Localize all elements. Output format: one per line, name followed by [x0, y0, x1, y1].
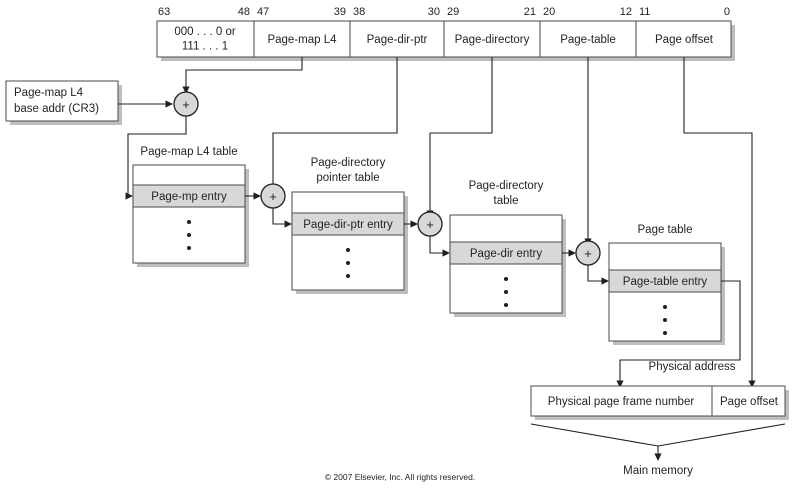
- pa-field-page-offset: Page offset: [720, 396, 779, 408]
- wire-adder3-to-table3: [429, 236, 450, 257]
- cr3-box-frame: [5, 80, 119, 122]
- wire-page-directory-to-adder3: [426, 57, 493, 218]
- arrowhead: [568, 249, 576, 257]
- arrowhead: [442, 249, 450, 257]
- bit-label-48: 48: [238, 6, 250, 18]
- page-directory-table-entry-label: Page-dir entry: [470, 248, 542, 260]
- ellipsis-dot: [504, 303, 508, 307]
- pa-field-physical-page-frame-number: Physical page frame number: [548, 396, 695, 408]
- ellipsis-dot: [504, 290, 508, 294]
- adder-3-symbol: +: [426, 217, 434, 232]
- bit-label-38: 38: [353, 6, 365, 18]
- bit-label-20: 20: [543, 6, 555, 18]
- bit-label-29: 29: [447, 6, 459, 18]
- wire-adder2-to-table2: [272, 208, 292, 228]
- wire-page-map-l4-to-adder1: [182, 57, 303, 94]
- wire-cr3-to-adder1: [118, 100, 173, 108]
- copyright-notice: © 2007 Elsevier, Inc. All rights reserve…: [325, 472, 475, 482]
- wire-page-table-to-adder4: [584, 57, 592, 246]
- page-map-l4-table: Page-map L4 table Page-mp entry: [132, 146, 249, 267]
- va-field-sign-extend-line2: 111 . . . 1: [182, 41, 228, 53]
- wire-table3-to-adder4: [562, 249, 576, 257]
- page-table: Page table Page-table entry: [608, 224, 725, 345]
- adder-2-symbol: +: [269, 189, 277, 204]
- arrowhead: [253, 192, 261, 200]
- ellipsis-dot: [663, 318, 667, 322]
- page-map-l4-table-caption: Page-map L4 table: [140, 146, 237, 158]
- adder-4: +: [575, 240, 601, 266]
- page-directory-table-caption-line2: table: [494, 195, 519, 207]
- arrowhead: [410, 220, 418, 228]
- wire-table2-to-adder3: [404, 220, 418, 228]
- bit-label-11: 11: [639, 6, 650, 18]
- ellipsis-dot: [663, 331, 667, 335]
- va-field-page-dir-ptr: Page-dir-ptr: [367, 34, 428, 46]
- wire-adder4-to-table4: [587, 265, 609, 285]
- ellipsis-dot: [187, 246, 191, 250]
- page-map-l4-table-entry-label: Page-mp entry: [151, 191, 227, 203]
- arrowhead: [601, 277, 609, 285]
- va-field-sign-extend-line1: 000 . . . 0 or: [174, 26, 236, 38]
- bit-label-63: 63: [158, 6, 170, 18]
- page-directory-table: Page-directory table Page-dir entry: [449, 180, 566, 317]
- va-field-page-map-l4: Page-map L4: [267, 34, 337, 46]
- wire-page-offset-to-physical-offset: [683, 57, 756, 388]
- wire-table1-to-adder2: [245, 192, 261, 200]
- ellipsis-dot: [346, 248, 350, 252]
- arrowhead: [748, 380, 756, 388]
- cr3-box-line2: base addr (CR3): [14, 103, 99, 115]
- page-directory-pointer-table-frame: [291, 191, 405, 291]
- wire-adder1-to-table1: [125, 116, 187, 200]
- arrowhead: [654, 453, 662, 461]
- adder-1-symbol: +: [182, 97, 190, 112]
- physical-address-bar-frame: [530, 385, 786, 417]
- adder-3: +: [417, 211, 443, 237]
- arrowhead: [125, 192, 133, 200]
- va-field-page-table: Page-table: [560, 34, 616, 46]
- page-directory-pointer-table-caption-line2: pointer table: [316, 172, 379, 184]
- bit-label-47: 47: [257, 6, 269, 18]
- arrowhead: [182, 86, 190, 94]
- bit-label-group: 63 48 47 39 38 30 29 21 20 12 11 0: [158, 6, 730, 18]
- va-field-page-directory: Page-directory: [455, 34, 530, 46]
- page-directory-pointer-table: Page-directory pointer table Page-dir-pt…: [291, 157, 408, 294]
- main-memory-funnel: Main memory: [530, 423, 786, 477]
- cr3-box: Page-map L4 base addr (CR3): [5, 80, 122, 125]
- bit-label-39: 39: [334, 6, 346, 18]
- main-memory-label: Main memory: [623, 465, 693, 477]
- ellipsis-dot: [346, 261, 350, 265]
- physical-address-bar: Physical page frame number Page offset: [530, 385, 789, 420]
- ellipsis-dot: [663, 305, 667, 309]
- va-field-page-offset: Page offset: [655, 34, 714, 46]
- arrowhead: [165, 100, 173, 108]
- adder-4-symbol: +: [584, 246, 592, 261]
- adder-2: +: [260, 183, 286, 209]
- arrowhead: [616, 380, 624, 388]
- ellipsis-dot: [504, 277, 508, 281]
- page-directory-pointer-table-caption-line1: Page-directory: [311, 157, 386, 169]
- adder-1: +: [173, 91, 199, 117]
- page-directory-table-caption-line1: Page-directory: [469, 180, 544, 192]
- wire-page-table-entry-to-physical-frame: [616, 280, 741, 388]
- ellipsis-dot: [187, 233, 191, 237]
- bit-label-30: 30: [428, 6, 440, 18]
- virtual-address-bar: 000 . . . 0 or 111 . . . 1 Page-map L4 P…: [156, 20, 735, 61]
- ellipsis-dot: [346, 274, 350, 278]
- bit-label-21: 21: [524, 6, 536, 18]
- ellipsis-dot: [187, 220, 191, 224]
- arrowhead: [284, 220, 292, 228]
- cr3-box-line1: Page-map L4: [14, 87, 84, 99]
- page-table-caption: Page table: [638, 224, 693, 236]
- page-directory-pointer-table-entry-label: Page-dir-ptr entry: [303, 219, 393, 231]
- bit-label-12: 12: [620, 6, 632, 18]
- page-table-entry-label: Page-table entry: [623, 276, 708, 288]
- bit-label-0: 0: [724, 6, 730, 18]
- physical-address-label: Physical address: [649, 361, 736, 373]
